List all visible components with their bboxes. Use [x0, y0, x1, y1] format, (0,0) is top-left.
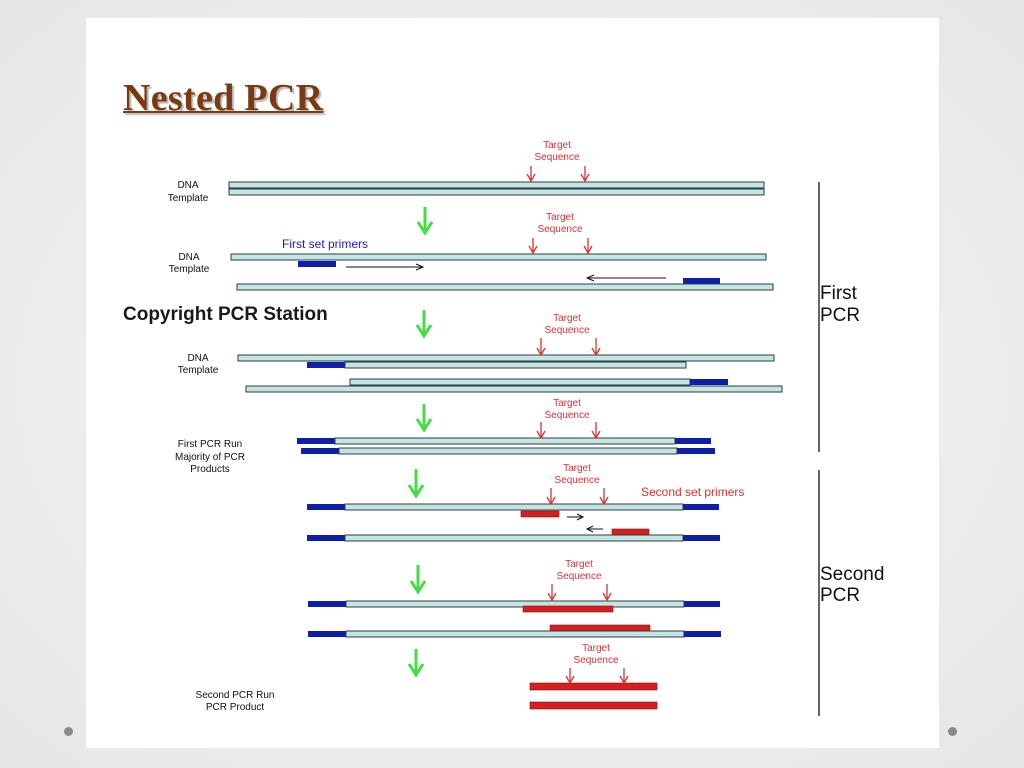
- target-marker-arrow: [536, 338, 546, 357]
- first-primer: [683, 504, 719, 510]
- pcr-product-strand: [344, 503, 684, 511]
- target-marker-arrow: [591, 338, 601, 357]
- dna-strand: [228, 181, 765, 189]
- pcr-product-strand: [338, 447, 678, 455]
- primer-direction-arrow: [585, 525, 603, 533]
- step-down-arrow: [407, 469, 425, 499]
- primer-direction-arrow: [585, 274, 666, 282]
- final-pcr-product-strand: [529, 701, 658, 710]
- first-primer: [301, 448, 339, 454]
- target-marker-arrow: [565, 668, 575, 685]
- first-primer: [690, 379, 728, 385]
- dna-strand: [245, 385, 783, 393]
- first-primer: [307, 504, 345, 510]
- primer-direction-arrow: [346, 263, 425, 271]
- first-primer: [675, 438, 711, 444]
- second-primer: [611, 528, 650, 536]
- target-marker-arrow: [591, 422, 601, 440]
- first-primer: [683, 278, 720, 284]
- first-primer: [308, 631, 346, 637]
- second-product-strand: [522, 605, 614, 613]
- target-marker-arrow: [580, 166, 590, 183]
- target-marker-arrow: [526, 166, 536, 183]
- target-marker-arrow: [599, 488, 609, 506]
- second-set-primers-label: Second set primers: [641, 485, 744, 499]
- first-primer: [683, 535, 720, 541]
- primer-direction-arrow: [567, 513, 585, 521]
- pcr-product-strand: [345, 600, 685, 608]
- slide-dot-right: [948, 727, 957, 736]
- pcr-product-strand: [344, 534, 684, 542]
- target-marker-arrow: [546, 488, 556, 506]
- step-down-arrow: [409, 565, 427, 595]
- new-strand: [344, 361, 687, 369]
- second-primer: [520, 510, 560, 518]
- first-set-primers-label: First set primers: [282, 237, 368, 251]
- step-down-arrow: [415, 404, 433, 433]
- first-primer: [297, 438, 335, 444]
- first-primer: [298, 261, 336, 267]
- slide-title: Nested PCR: [123, 77, 324, 119]
- first-primer: [677, 448, 715, 454]
- step-down-arrow: [416, 207, 434, 236]
- target-marker-arrow: [536, 422, 546, 440]
- target-marker-arrow: [547, 584, 557, 602]
- dna-strand: [236, 283, 774, 291]
- first-primer: [307, 535, 345, 541]
- first-primer: [308, 601, 346, 607]
- final-pcr-product-strand: [529, 682, 658, 691]
- second-product-strand: [549, 624, 651, 632]
- target-marker-arrow: [602, 584, 612, 602]
- dna-strand: [228, 188, 765, 196]
- dna-strand: [237, 354, 775, 362]
- new-strand: [349, 378, 691, 386]
- first-primer: [684, 601, 720, 607]
- dna-strand: [230, 253, 767, 261]
- first-primer: [684, 631, 721, 637]
- pcr-product-strand: [345, 630, 685, 638]
- slide-dot-left: [64, 727, 73, 736]
- copyright-watermark: Copyright PCR Station: [123, 304, 328, 325]
- target-marker-arrow: [528, 238, 538, 255]
- pcr-product-strand: [334, 437, 676, 445]
- step-down-arrow: [415, 310, 433, 339]
- target-marker-arrow: [619, 668, 629, 685]
- target-marker-arrow: [583, 238, 593, 255]
- step-down-arrow: [407, 649, 425, 678]
- first-primer: [307, 362, 345, 368]
